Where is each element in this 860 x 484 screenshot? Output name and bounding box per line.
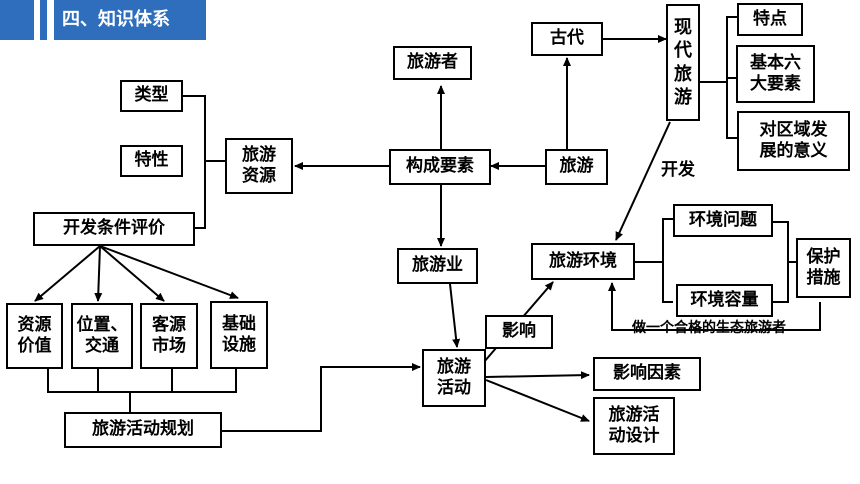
node-features: 特点 [737,3,803,36]
page-title: 四、知识体系 [54,0,206,40]
node-activity-design: 旅游活 动设计 [593,397,675,455]
edge-planning-activity [222,363,421,432]
label-develop: 开发 [661,160,695,180]
node-elements: 构成要素 [389,149,491,185]
edge-activity-design [485,379,590,422]
node-type: 类型 [120,80,183,112]
edge-modern-environment [615,121,671,241]
node-infrastructure: 基础 设施 [210,301,268,369]
edge-activity-factors [485,371,590,380]
node-environment-capacity: 环境容量 [676,284,773,317]
header-accent-stripe [40,0,47,40]
edge-eval-location [94,245,103,302]
node-regional-significance: 对区域发 展的意义 [737,111,850,171]
bracket-resources [183,95,206,229]
node-tourism-environment: 旅游环境 [531,243,635,280]
node-development-evaluation: 开发条件评价 [33,212,195,246]
node-impact: 影响 [485,315,553,349]
bracket-conditions [47,369,237,393]
node-tourist: 旅游者 [393,46,472,80]
node-tourism-activity: 旅游 活动 [422,349,486,407]
edge-eco-environment [608,282,821,331]
node-modern-tourism: 现代 旅游 [666,4,700,121]
edge-eval-infra [99,245,239,299]
node-trait: 特性 [120,145,183,177]
node-location-transport: 位置、 交通 [71,303,133,369]
edge-eval-market [99,245,165,302]
label-eco-tourist: 做一个合格的生态旅游者 [632,320,786,336]
node-influencing-factors: 影响因素 [593,357,701,391]
node-tourist-market: 客源 市场 [140,303,198,369]
node-travel: 旅游 [545,149,608,185]
node-environment-problem: 环境问题 [673,204,773,237]
node-tourism-industry: 旅游业 [397,248,478,284]
node-six-elements: 基本六 大要素 [736,45,815,103]
edge-industry-activity [449,283,461,348]
node-resource-value: 资源 价值 [6,303,63,369]
header-accent-bar [0,0,34,40]
edge-eval-value [34,245,101,302]
node-ancient: 古代 [531,22,603,56]
bracket-env [662,218,673,303]
node-protection-measures: 保护 措施 [796,238,851,298]
node-activity-planning: 旅游活动规划 [64,412,222,448]
bracket-protection [773,221,789,303]
node-tourism-resources: 旅游 资源 [225,138,293,194]
